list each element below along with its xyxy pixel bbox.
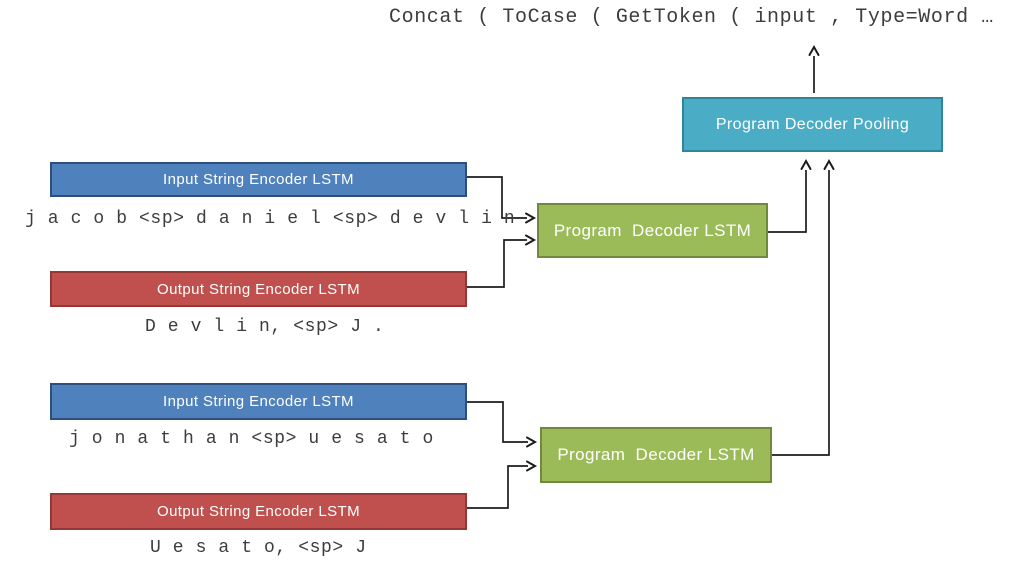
arrowhead-decoder1-to-pooling — [800, 158, 812, 170]
arrow-input2-to-decoder2 — [467, 401, 528, 443]
program-decoder-box-1: Program Decoder LSTM — [537, 203, 768, 258]
arrow-decoder1-to-pooling — [768, 170, 807, 233]
arrowhead-output2-to-decoder2 — [526, 460, 538, 472]
program-decoder-pooling-label: Program Decoder Pooling — [715, 115, 910, 133]
program-decoder-label-1: Program Decoder LSTM — [553, 220, 752, 240]
input-string-encoder-label-1: Input String Encoder LSTM — [163, 171, 354, 188]
arrow-decoder2-to-pooling — [772, 170, 830, 456]
arrowhead-input2-to-decoder2 — [526, 436, 538, 448]
arrowhead-output1-to-decoder1 — [525, 234, 537, 246]
program-output-text: Concat ( ToCase ( GetToken ( input , Typ… — [389, 6, 994, 29]
input-string-1: j a c o b <sp> d a n i e l <sp> d e v l … — [25, 209, 516, 229]
output-string-encoder-label-1: Output String Encoder LSTM — [157, 280, 360, 298]
program-decoder-pooling-box: Program Decoder Pooling — [682, 97, 943, 152]
input-string-encoder-box-2: Input String Encoder LSTM — [50, 383, 467, 420]
arrow-output1-to-decoder1 — [467, 239, 527, 288]
input-string-encoder-label-2: Input String Encoder LSTM — [163, 393, 354, 410]
arrowhead-pooling-to-program-text — [808, 44, 820, 56]
output-string-encoder-box-2: Output String Encoder LSTM — [50, 493, 467, 530]
program-decoder-label-2: Program Decoder LSTM — [557, 445, 755, 464]
arrow-output2-to-decoder2 — [467, 465, 528, 509]
arrowhead-decoder2-to-pooling — [823, 158, 835, 170]
arrowhead-input1-to-decoder1 — [525, 212, 537, 224]
input-string-2: j o n a t h a n <sp> u e s a t o — [69, 429, 434, 449]
output-string-1: D e v l i n, <sp> J . — [145, 317, 385, 337]
output-string-encoder-label-2: Output String Encoder LSTM — [157, 503, 360, 520]
output-string-encoder-box-1: Output String Encoder LSTM — [50, 271, 467, 307]
program-decoder-box-2: Program Decoder LSTM — [540, 427, 772, 483]
output-string-2: U e s a t o, <sp> J — [150, 538, 367, 558]
input-string-encoder-box-1: Input String Encoder LSTM — [50, 162, 467, 197]
